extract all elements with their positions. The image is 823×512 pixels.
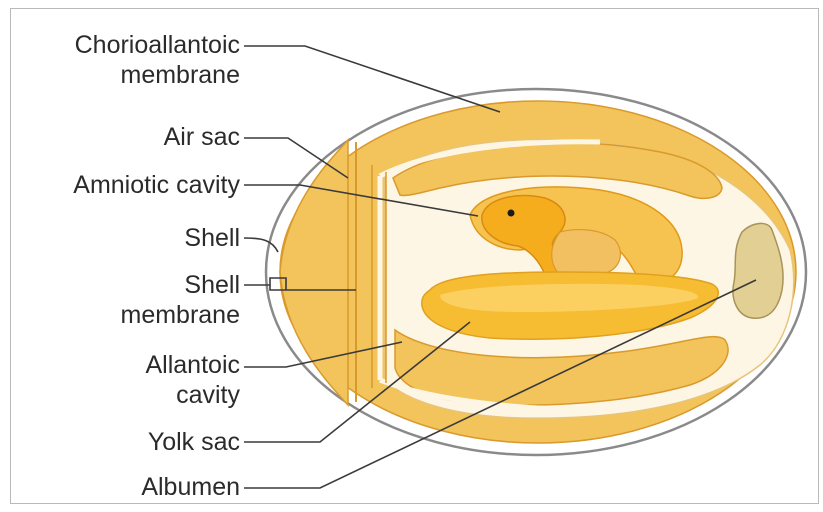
embryo-eye — [508, 210, 515, 217]
label-allantoic-line1: Allantoic — [146, 350, 241, 380]
label-allantoic-cavity: Allantoic cavity — [146, 350, 241, 410]
label-albumen: Albumen — [141, 472, 240, 502]
label-shell-membrane-line2: membrane — [121, 300, 241, 330]
label-yolk-sac: Yolk sac — [148, 427, 240, 457]
label-amniotic-cavity: Amniotic cavity — [73, 170, 240, 200]
label-shell-membrane-line1: Shell — [121, 270, 241, 300]
label-chorioallantoic-membrane: Chorioallantoic membrane — [75, 30, 240, 90]
embryo-body — [552, 230, 621, 275]
label-allantoic-line2: cavity — [146, 380, 241, 410]
label-air-sac: Air sac — [164, 122, 240, 152]
label-chorioallantoic-line2: membrane — [75, 60, 240, 90]
label-shell-membrane: Shell membrane — [121, 270, 241, 330]
albumen — [733, 223, 783, 318]
label-shell: Shell — [184, 223, 240, 253]
label-chorioallantoic-line1: Chorioallantoic — [75, 30, 240, 60]
